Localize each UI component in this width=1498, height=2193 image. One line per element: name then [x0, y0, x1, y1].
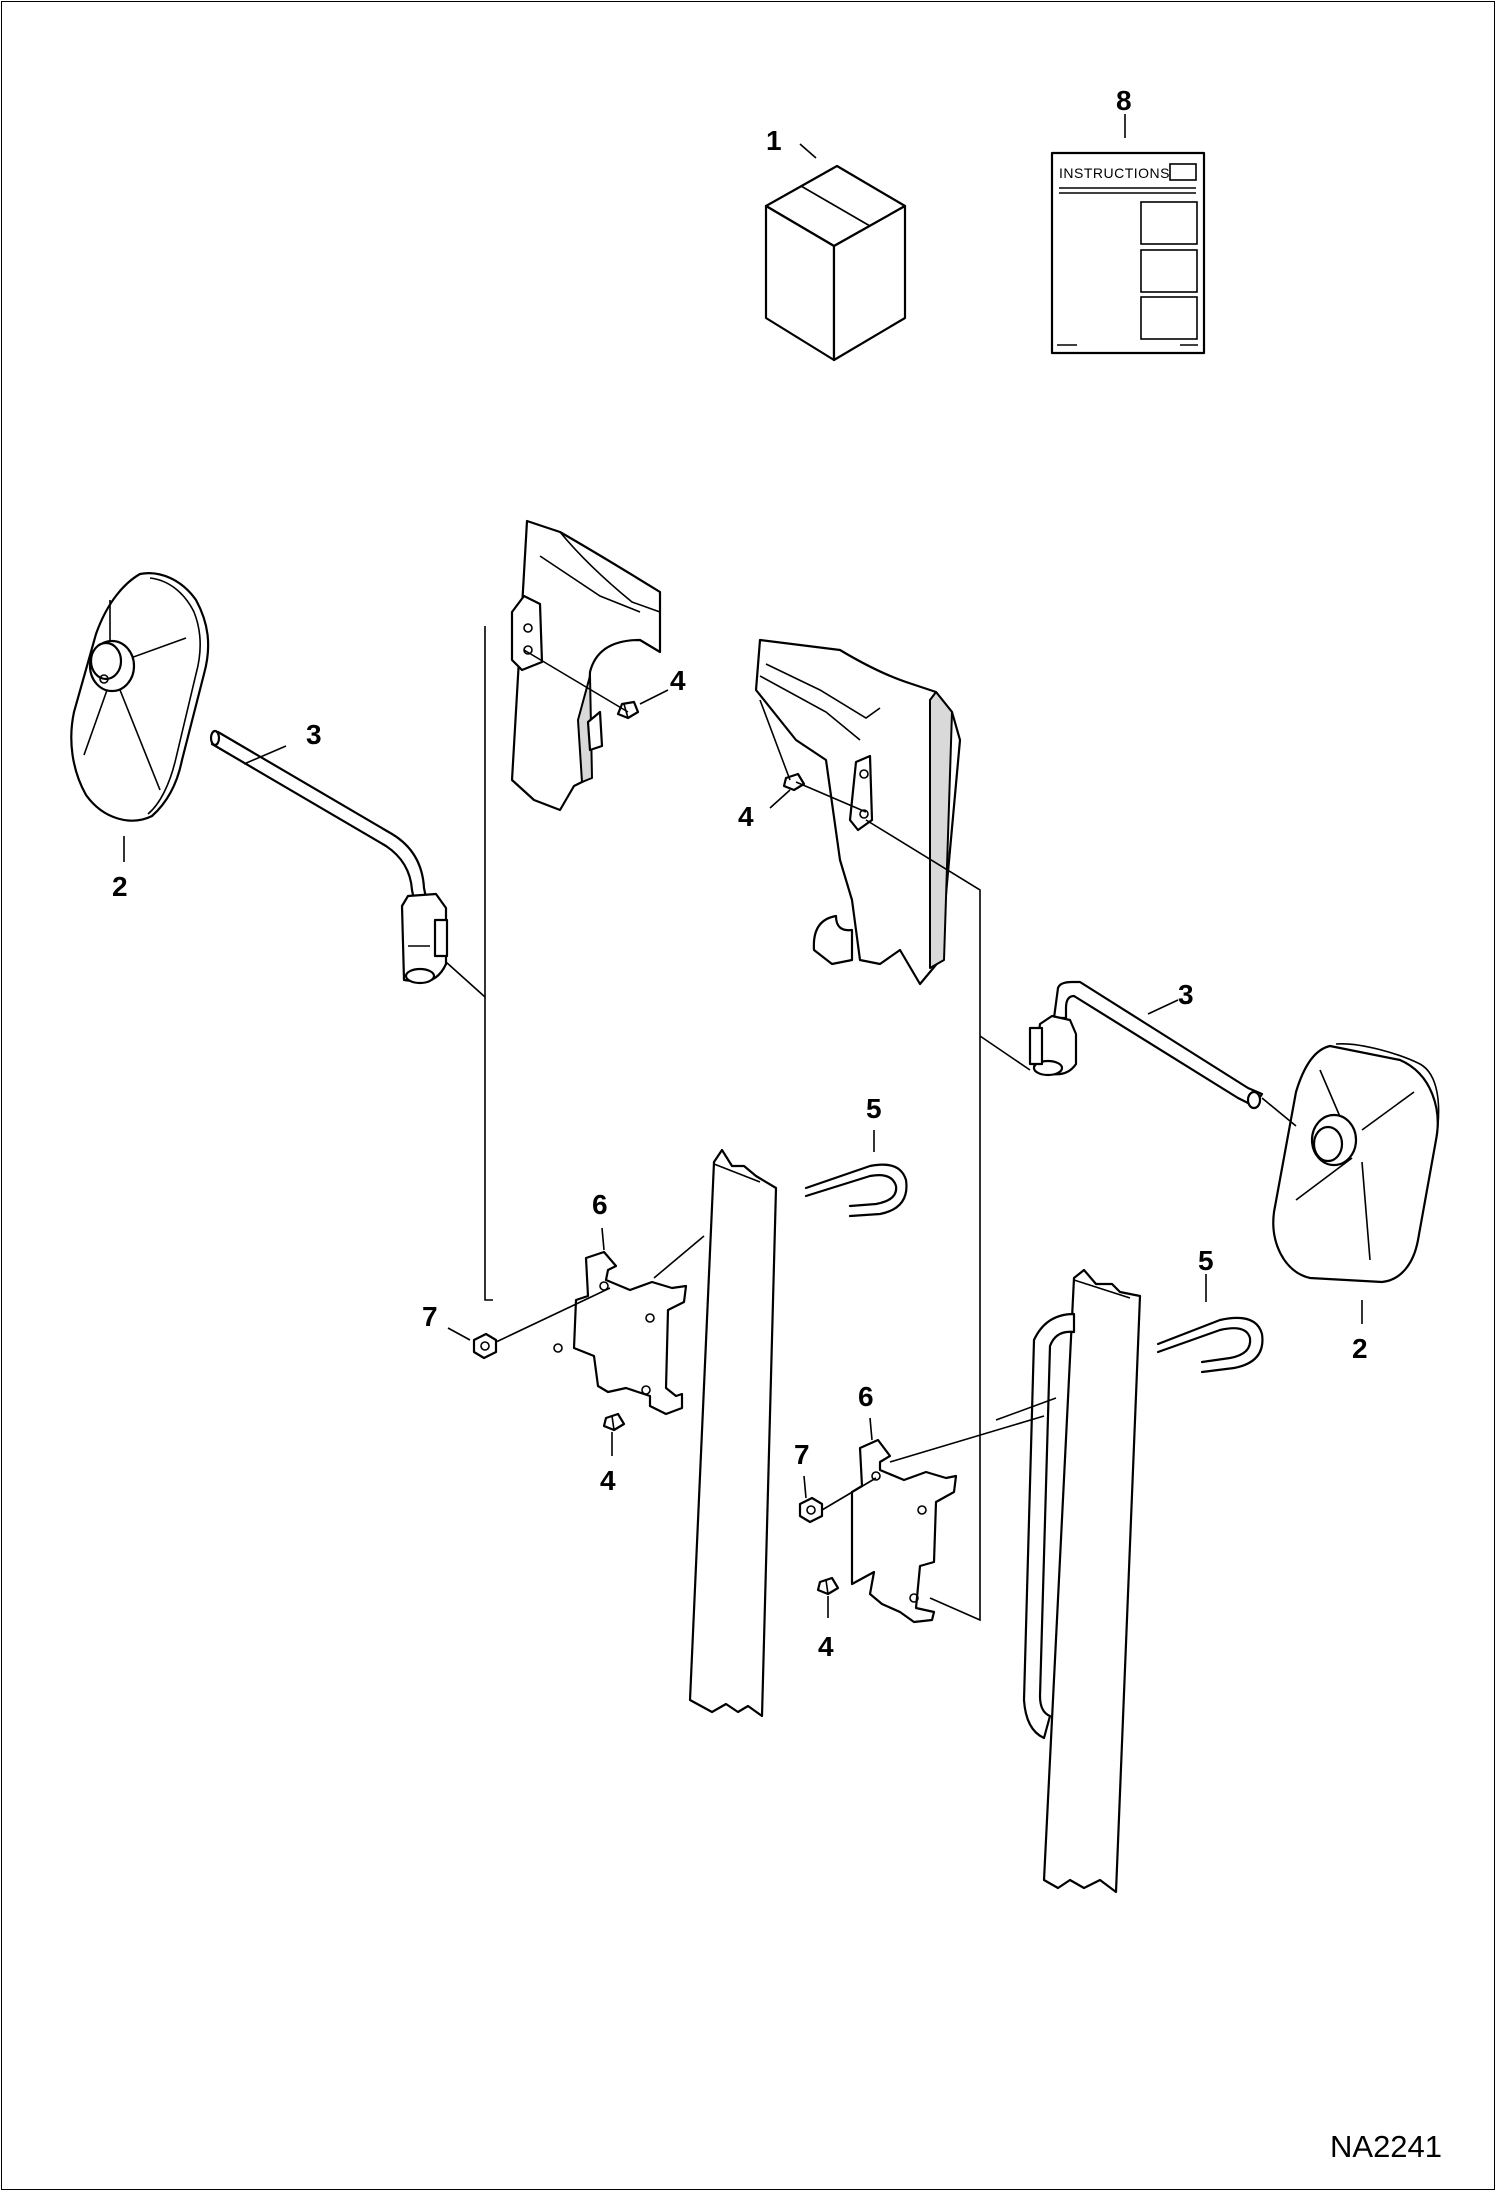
- callout-3-right: 3: [1178, 979, 1194, 1010]
- mirror-arm-right: [1028, 980, 1264, 1110]
- leader-lines: [123, 114, 1363, 1618]
- bracket-left: [553, 1250, 688, 1416]
- callout-4-upper-right: 4: [738, 801, 754, 832]
- mirror-arm-left: [209, 729, 449, 985]
- callout-6-left: 6: [592, 1189, 608, 1220]
- bolt-upper-left: [616, 700, 640, 720]
- bracket-right: [850, 1438, 958, 1624]
- bolt-lower-right: [816, 1576, 840, 1596]
- callout-8: 8: [1116, 85, 1132, 116]
- callout-4-upper-left: 4: [670, 665, 686, 696]
- assembly-lines: [445, 626, 1297, 1622]
- callout-4-lower-right: 4: [818, 1631, 834, 1662]
- mirror-right: [1272, 1043, 1440, 1284]
- cab-post-lower-right: [1022, 1268, 1142, 1894]
- callout-5-left: 5: [866, 1093, 882, 1124]
- kit-box: [764, 164, 907, 362]
- callout-4-lower-left: 4: [600, 1465, 616, 1496]
- callout-5-right: 5: [1198, 1245, 1214, 1276]
- u-bolt-left: [804, 1163, 908, 1218]
- callout-1: 1: [766, 125, 782, 156]
- bolt-lower-left: [602, 1412, 626, 1432]
- cab-pillar-upper-right: [754, 638, 962, 986]
- callout-2-right: 2: [1352, 1333, 1368, 1364]
- nut-right: [798, 1496, 824, 1524]
- bolt-upper-right: [782, 772, 806, 792]
- instructions-title: INSTRUCTIONS: [1059, 165, 1170, 181]
- callout-7-right: 7: [794, 1439, 810, 1470]
- drawing-code: NA2241: [1330, 2129, 1442, 2164]
- callout-3-left: 3: [306, 719, 322, 750]
- instructions-sheet: INSTRUCTIONS: [1050, 151, 1206, 355]
- callouts: 1 8 2 3 4 4 3 5 2 5 6 6 7 7 4 4: [112, 85, 1368, 1662]
- nut-left: [472, 1332, 498, 1360]
- callout-7-left: 7: [422, 1301, 438, 1332]
- cab-pillar-upper-left: [510, 519, 662, 812]
- callout-6-right: 6: [858, 1381, 874, 1412]
- cab-post-lower-left: [688, 1148, 778, 1718]
- callout-2-left: 2: [112, 871, 128, 902]
- mirror-left: [70, 572, 210, 822]
- u-bolt-right: [1156, 1316, 1264, 1374]
